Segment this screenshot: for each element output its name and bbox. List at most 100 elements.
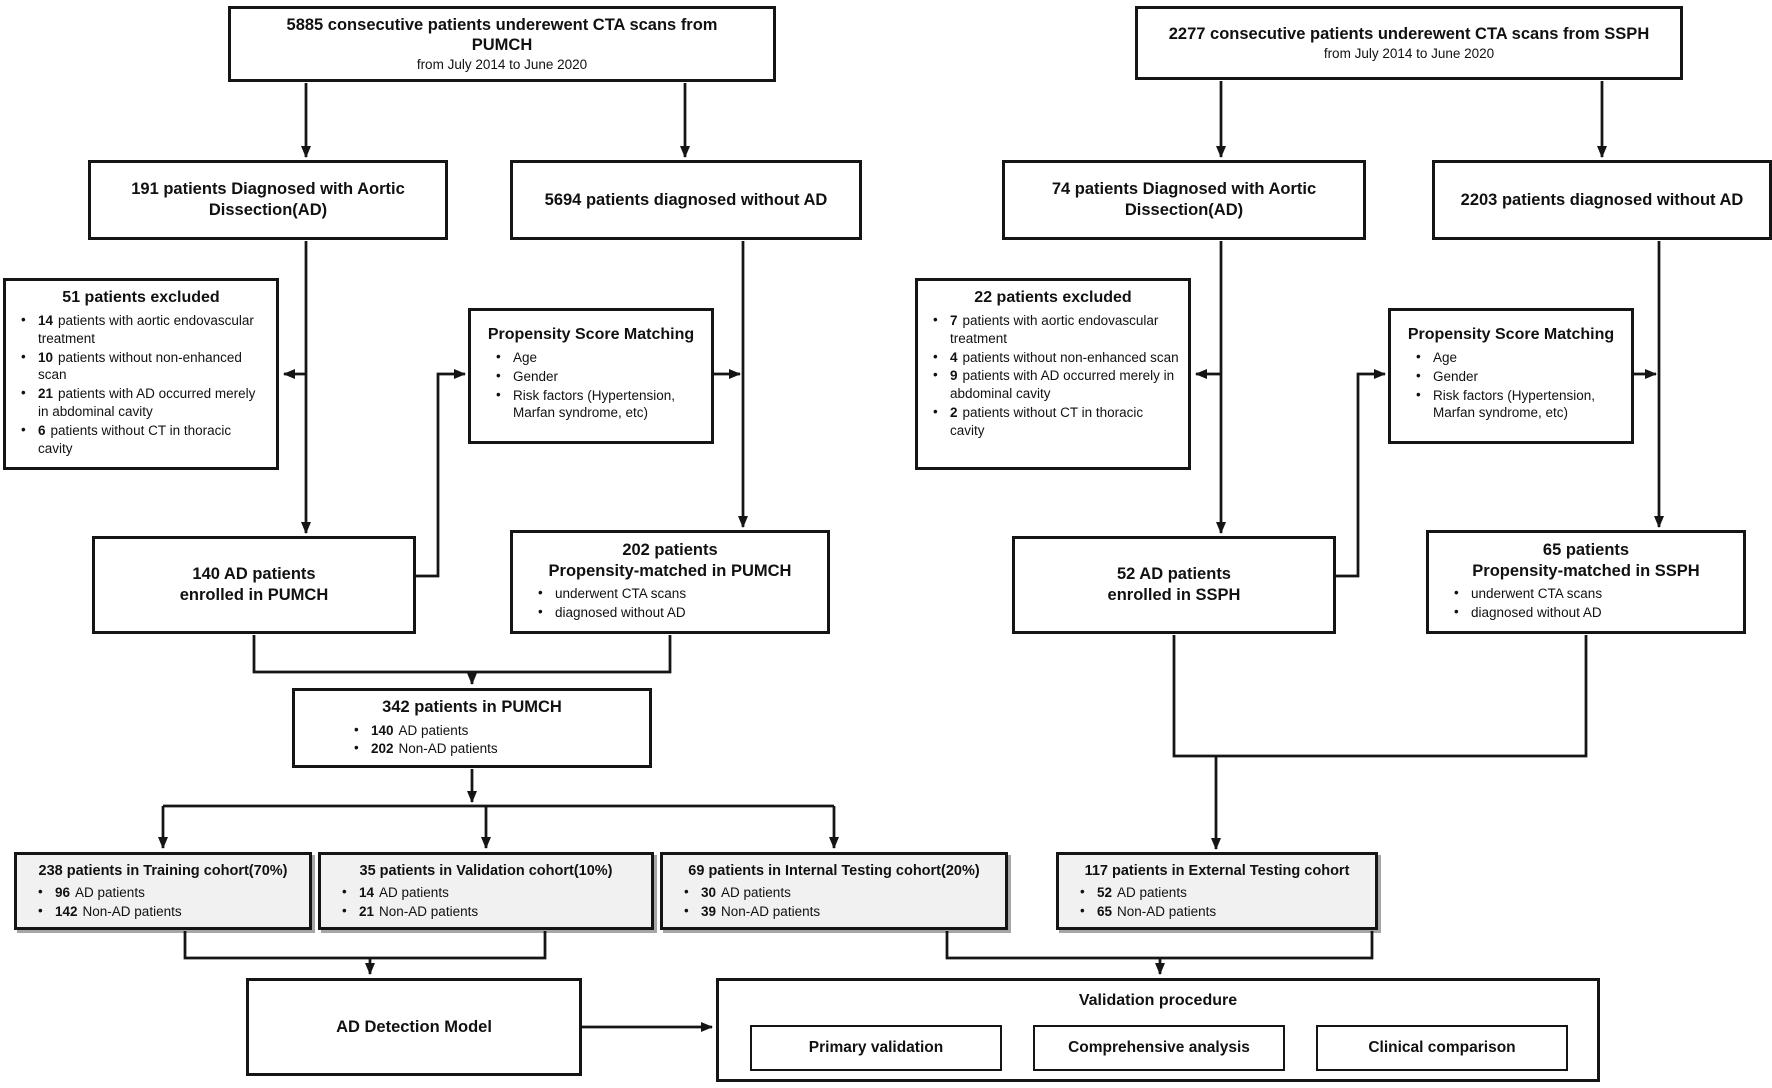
box-title: 51 patients excluded <box>62 289 220 306</box>
box-pumch-source: 5885 consecutive patients underewent CTA… <box>228 6 776 82</box>
bullet-text: AD patients <box>75 885 145 901</box>
box-ad-detection-model: AD Detection Model <box>246 978 582 1076</box>
box-title-line2: enrolled in SSPH <box>1107 586 1241 604</box>
bullet-text: diagnosed without AD <box>555 605 686 621</box>
box-title: 2277 consecutive patients underewent CTA… <box>1168 24 1650 43</box>
bullet-number: 7 <box>950 313 958 328</box>
box-primary-validation: Primary validation <box>750 1025 1002 1071</box>
bullet-item: Risk factors (Hypertension, Marfan syndr… <box>489 386 701 423</box>
box-psm-ssph: Propensity Score Matching Age Gender Ris… <box>1388 308 1634 444</box>
bullet-text: patients without non-enhanced scan <box>962 349 1179 365</box>
box-clinical-comparison: Clinical comparison <box>1316 1025 1568 1071</box>
box-validation-cohort: 35 patients in Validation cohort(10%) 14… <box>318 852 654 930</box>
box-internal-testing-cohort: 69 patients in Internal Testing cohort(2… <box>660 852 1008 930</box>
box-title: AD Detection Model <box>336 1017 492 1036</box>
bullet-item: Gender <box>1409 367 1621 386</box>
box-title: 2203 patients diagnosed without AD <box>1460 190 1744 209</box>
bullet-text: AD patients <box>721 885 791 901</box>
bullet-number: 14 <box>359 885 375 901</box>
box-pumch-no-ad: 5694 patients diagnosed without AD <box>510 160 862 240</box>
bullet-text: diagnosed without AD <box>1471 605 1602 621</box>
bullet-list: underwent CTA scans diagnosed without AD <box>1447 584 1735 622</box>
bullet-text: AD patients <box>398 722 469 738</box>
box-title: 35 patients in Validation cohort(10%) <box>359 863 613 879</box>
box-title: 5694 patients diagnosed without AD <box>544 190 828 209</box>
box-title-line1: 140 AD patients <box>192 565 316 584</box>
bullet-text: underwent CTA scans <box>555 586 687 602</box>
bullet-list: underwent CTA scans diagnosed without AD <box>531 584 819 622</box>
box-title: Validation procedure <box>1078 992 1238 1009</box>
box-pumch-matched: 202 patients Propensity-matched in PUMCH… <box>510 530 830 634</box>
box-title-line1: 65 patients <box>1542 541 1630 559</box>
box-title: Propensity Score Matching <box>487 326 695 343</box>
box-title: Propensity Score Matching <box>1407 326 1615 343</box>
bullet-text: Risk factors (Hypertension, Marfan syndr… <box>513 387 676 421</box>
bullet-text: patients without CT in thoracic cavity <box>950 405 1144 438</box>
box-title: 22 patients excluded <box>974 289 1132 306</box>
bullet-number: 140 <box>371 722 394 738</box>
connector-enrolled-to-psm-pumch <box>416 369 466 578</box>
box-title: Comprehensive analysis <box>1068 1039 1250 1056</box>
bullet-text: patients with AD occurred merely in abdo… <box>950 368 1175 402</box>
bullet-number: 9 <box>950 368 958 384</box>
bullet-number: 202 <box>371 741 394 757</box>
bullet-text: Age <box>1433 350 1458 365</box>
bullet-number: 65 <box>1097 903 1113 919</box>
box-title: 74 patients Diagnosed with Aortic Dissec… <box>1051 180 1317 219</box>
box-pumch-enrolled: 140 AD patients enrolled in PUMCH <box>92 536 416 634</box>
bullet-text: patients without non-enhanced scan <box>38 349 242 383</box>
bullet-number: 14 <box>38 313 54 328</box>
connector-pumch-merge-bracket <box>252 635 672 674</box>
connector-train-valid-bracket <box>183 931 547 960</box>
box-title: 342 patients in PUMCH <box>382 698 562 716</box>
bullet-text: patients with aortic endovascular treatm… <box>950 313 1159 346</box>
box-training-cohort: 238 patients in Training cohort(70%) 96A… <box>14 852 312 930</box>
box-psm-pumch: Propensity Score Matching Age Gender Ris… <box>468 308 714 444</box>
box-title-line1: 202 patients <box>622 541 718 559</box>
bullet-item: diagnosed without AD <box>1447 603 1735 622</box>
bullet-text: Non-AD patients <box>721 903 821 919</box>
box-title-line2: Propensity-matched in SSPH <box>1472 561 1700 580</box>
box-title: Clinical comparison <box>1368 1039 1516 1056</box>
box-ssph-enrolled: 52 AD patients enrolled in SSPH <box>1012 536 1336 634</box>
bullet-list: Age Gender Risk factors (Hypertension, M… <box>1409 348 1621 422</box>
box-title: 238 patients in Training cohort(70%) <box>38 863 288 879</box>
box-title: 117 patients in External Testing cohort <box>1084 863 1350 879</box>
box-title: 5885 consecutive patients underewent CTA… <box>286 15 718 55</box>
box-external-testing-cohort: 117 patients in External Testing cohort … <box>1056 852 1378 930</box>
box-comprehensive-analysis: Comprehensive analysis <box>1033 1025 1285 1071</box>
bullet-item: Age <box>1409 348 1621 367</box>
box-ssph-matched: 65 patients Propensity-matched in SSPH u… <box>1426 530 1746 634</box>
box-subtitle: from July 2014 to June 2020 <box>1323 45 1495 61</box>
bullet-text: Gender <box>513 368 559 384</box>
bullet-text: Age <box>513 350 538 365</box>
bullet-item: Risk factors (Hypertension, Marfan syndr… <box>1409 386 1621 423</box>
bullet-number: 21 <box>359 903 375 919</box>
bullet-item: Age <box>489 348 701 367</box>
bullet-item: diagnosed without AD <box>531 603 819 622</box>
box-pumch-ad: 191 patients Diagnosed with Aortic Disse… <box>88 160 448 240</box>
bullet-number: 6 <box>38 422 46 438</box>
